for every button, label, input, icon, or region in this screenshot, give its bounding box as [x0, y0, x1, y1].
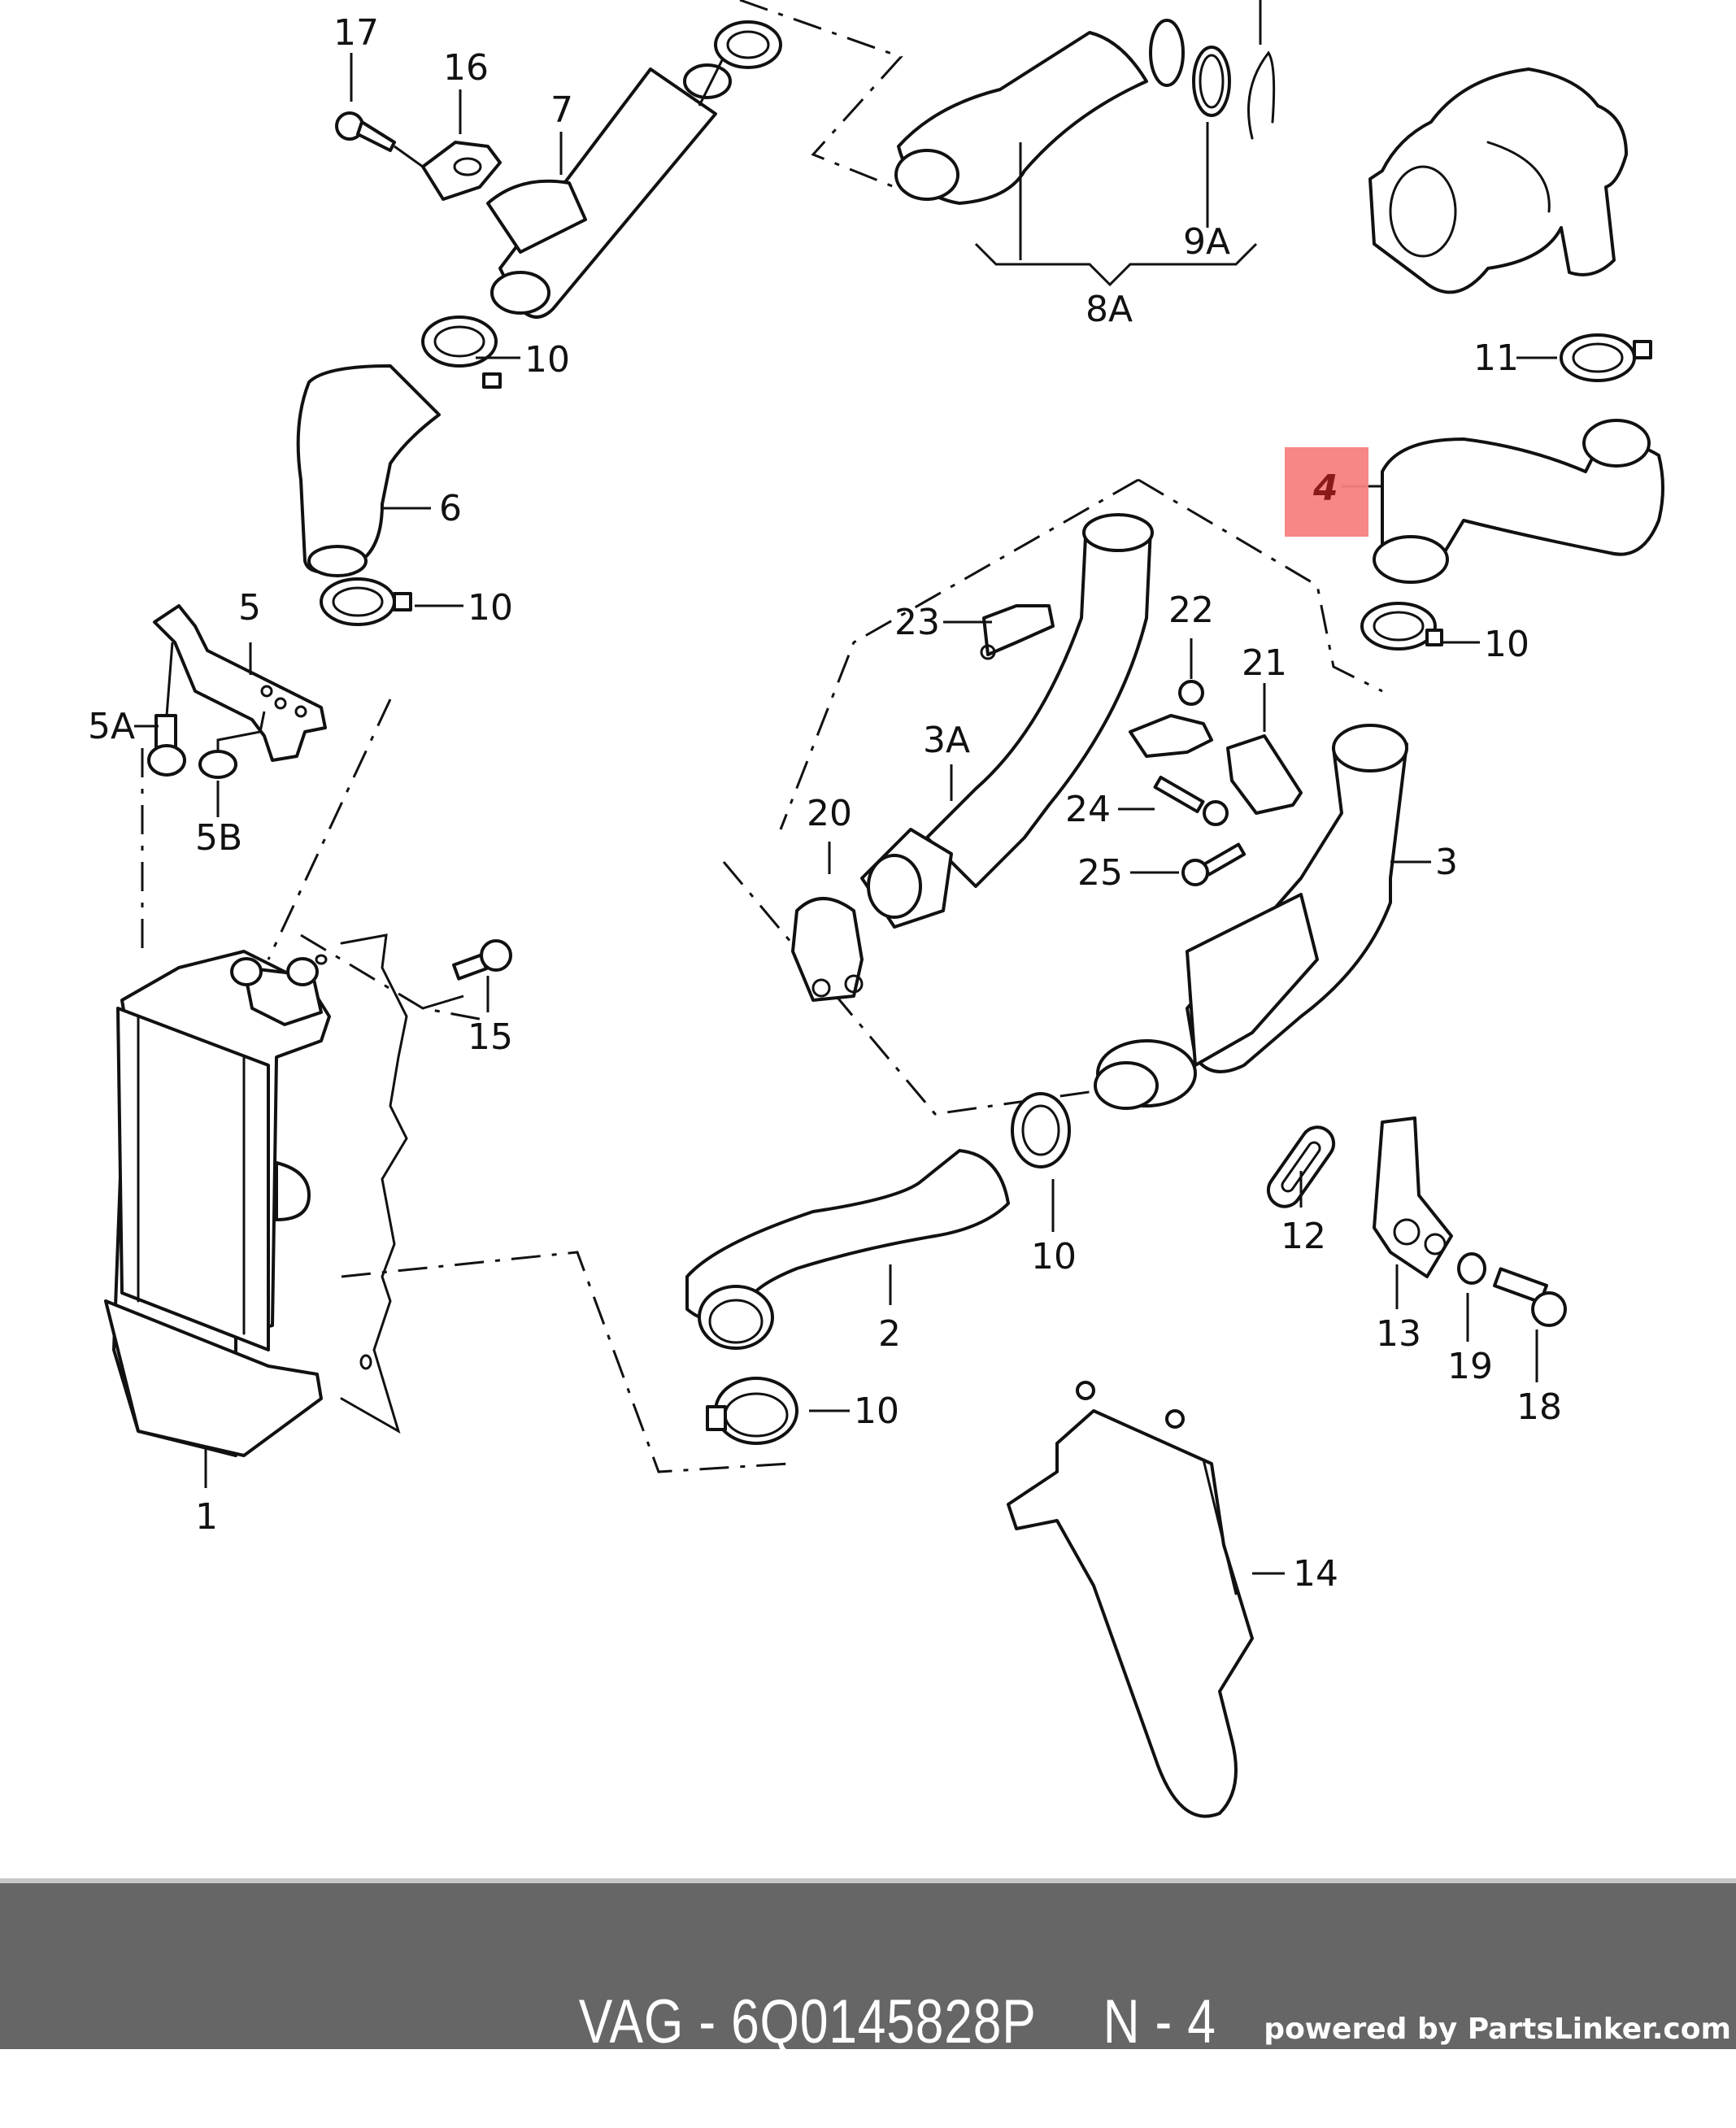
label-17[interactable]: 17: [333, 12, 379, 54]
part-number-caption: VAG - 6Q0145828P N - 4: [156, 1916, 1580, 2128]
part-2-hose[interactable]: [685, 1149, 1010, 1350]
part-16-bracket[interactable]: [421, 141, 502, 201]
part-info-footer: VAG - 6Q0145828P N - 4 powered by PartsLi…: [0, 1878, 1736, 2056]
label-5[interactable]: 5: [238, 587, 261, 629]
label-15[interactable]: 15: [468, 1016, 513, 1058]
highlight-box: [1285, 447, 1368, 537]
label-6[interactable]: 6: [439, 488, 462, 529]
part-18-bolt[interactable]: [1493, 1267, 1567, 1327]
label-8a[interactable]: 8A: [1086, 289, 1133, 330]
turbocharger: [1368, 67, 1628, 294]
part-10-clamp-right[interactable]: [1360, 602, 1443, 651]
part-11-clamp[interactable]: [1560, 333, 1652, 382]
label-18[interactable]: 18: [1516, 1386, 1562, 1428]
label-21[interactable]: 21: [1242, 642, 1287, 684]
leader-lines: [134, 0, 1557, 1575]
label-1[interactable]: 1: [195, 1496, 218, 1538]
part-15-screw[interactable]: [422, 939, 512, 1010]
part-10-clamp-bottom[interactable]: [706, 1377, 798, 1445]
label-14[interactable]: 14: [1293, 1553, 1338, 1595]
label-22[interactable]: 22: [1168, 590, 1214, 631]
label-20[interactable]: 20: [807, 793, 852, 834]
label-24[interactable]: 24: [1065, 789, 1111, 830]
part-snap-ring[interactable]: [1247, 50, 1276, 140]
part-10-clamp-mid-left[interactable]: [320, 577, 412, 626]
label-23[interactable]: 23: [894, 602, 940, 643]
label-13[interactable]: 13: [1376, 1313, 1421, 1355]
label-16[interactable]: 16: [443, 47, 489, 89]
part-17-bolt[interactable]: [335, 111, 424, 168]
part-10-clamp-upper-left[interactable]: [421, 316, 502, 389]
mounting-plate: [340, 933, 408, 1434]
part-number: VAG - 6Q0145828P: [578, 1987, 1037, 2056]
label-9a[interactable]: 9A: [1183, 221, 1230, 263]
label-3[interactable]: 3: [1435, 842, 1458, 883]
part-5-bracket[interactable]: [153, 604, 327, 762]
part-23-clip[interactable]: [980, 604, 1055, 660]
label-10[interactable]: 10: [1031, 1236, 1077, 1277]
label-10[interactable]: 10: [854, 1390, 899, 1432]
diagram-position: N - 4: [1103, 1987, 1216, 2056]
part-22-bracket[interactable]: [1129, 680, 1213, 758]
label-11[interactable]: 11: [1473, 337, 1519, 379]
label-10[interactable]: 10: [468, 587, 513, 629]
part-3a-pipe[interactable]: [860, 513, 1154, 929]
part-7-pipe[interactable]: [486, 40, 733, 319]
powered-by-link[interactable]: powered by PartsLinker.com: [1264, 2013, 1731, 2046]
part-12-gasket[interactable]: [1262, 1121, 1340, 1212]
part-10-clamp-mid[interactable]: [1011, 1092, 1071, 1168]
label-5a[interactable]: 5A: [88, 706, 135, 747]
part-10-clamp-top[interactable]: [714, 20, 782, 69]
part-25-screw[interactable]: [1181, 842, 1247, 886]
part-5a-bolt[interactable]: [147, 642, 186, 777]
part-13-bracket[interactable]: [1373, 1116, 1453, 1278]
part-24-screw[interactable]: [1153, 775, 1229, 826]
parts-diagram: 17 16 7 10 6 10 5 5A 5B 15 1 9A 8A 11 4 …: [88, 0, 1664, 1818]
part-21-bracket[interactable]: [1226, 734, 1303, 815]
label-7[interactable]: 7: [550, 89, 573, 131]
part-4-hose[interactable]: [1373, 419, 1664, 584]
label-2[interactable]: 2: [878, 1313, 901, 1355]
part-6-hose[interactable]: [296, 364, 441, 577]
part-8a-hose[interactable]: [894, 19, 1185, 205]
label-3a[interactable]: 3A: [923, 720, 970, 761]
part-9a-ring[interactable]: [1192, 46, 1231, 117]
part-19-washer[interactable]: [1457, 1252, 1486, 1285]
label-10[interactable]: 10: [1484, 624, 1529, 665]
label-5b[interactable]: 5B: [195, 817, 242, 859]
label-12[interactable]: 12: [1281, 1216, 1326, 1257]
part-20-clamp[interactable]: [791, 897, 864, 1002]
part-1-intercooler[interactable]: [104, 950, 331, 1457]
part-5b-nut[interactable]: [198, 711, 266, 779]
callout-labels: 17 16 7 10 6 10 5 5A 5B 15 1 9A 8A 11 4 …: [88, 12, 1562, 1595]
label-4-highlighted[interactable]: 4: [1312, 468, 1338, 509]
part-3-pipe[interactable]: [1094, 724, 1408, 1110]
label-25[interactable]: 25: [1077, 852, 1123, 894]
label-10[interactable]: 10: [524, 339, 570, 381]
label-19[interactable]: 19: [1447, 1346, 1493, 1387]
part-14-air-duct: [1007, 1381, 1254, 1818]
